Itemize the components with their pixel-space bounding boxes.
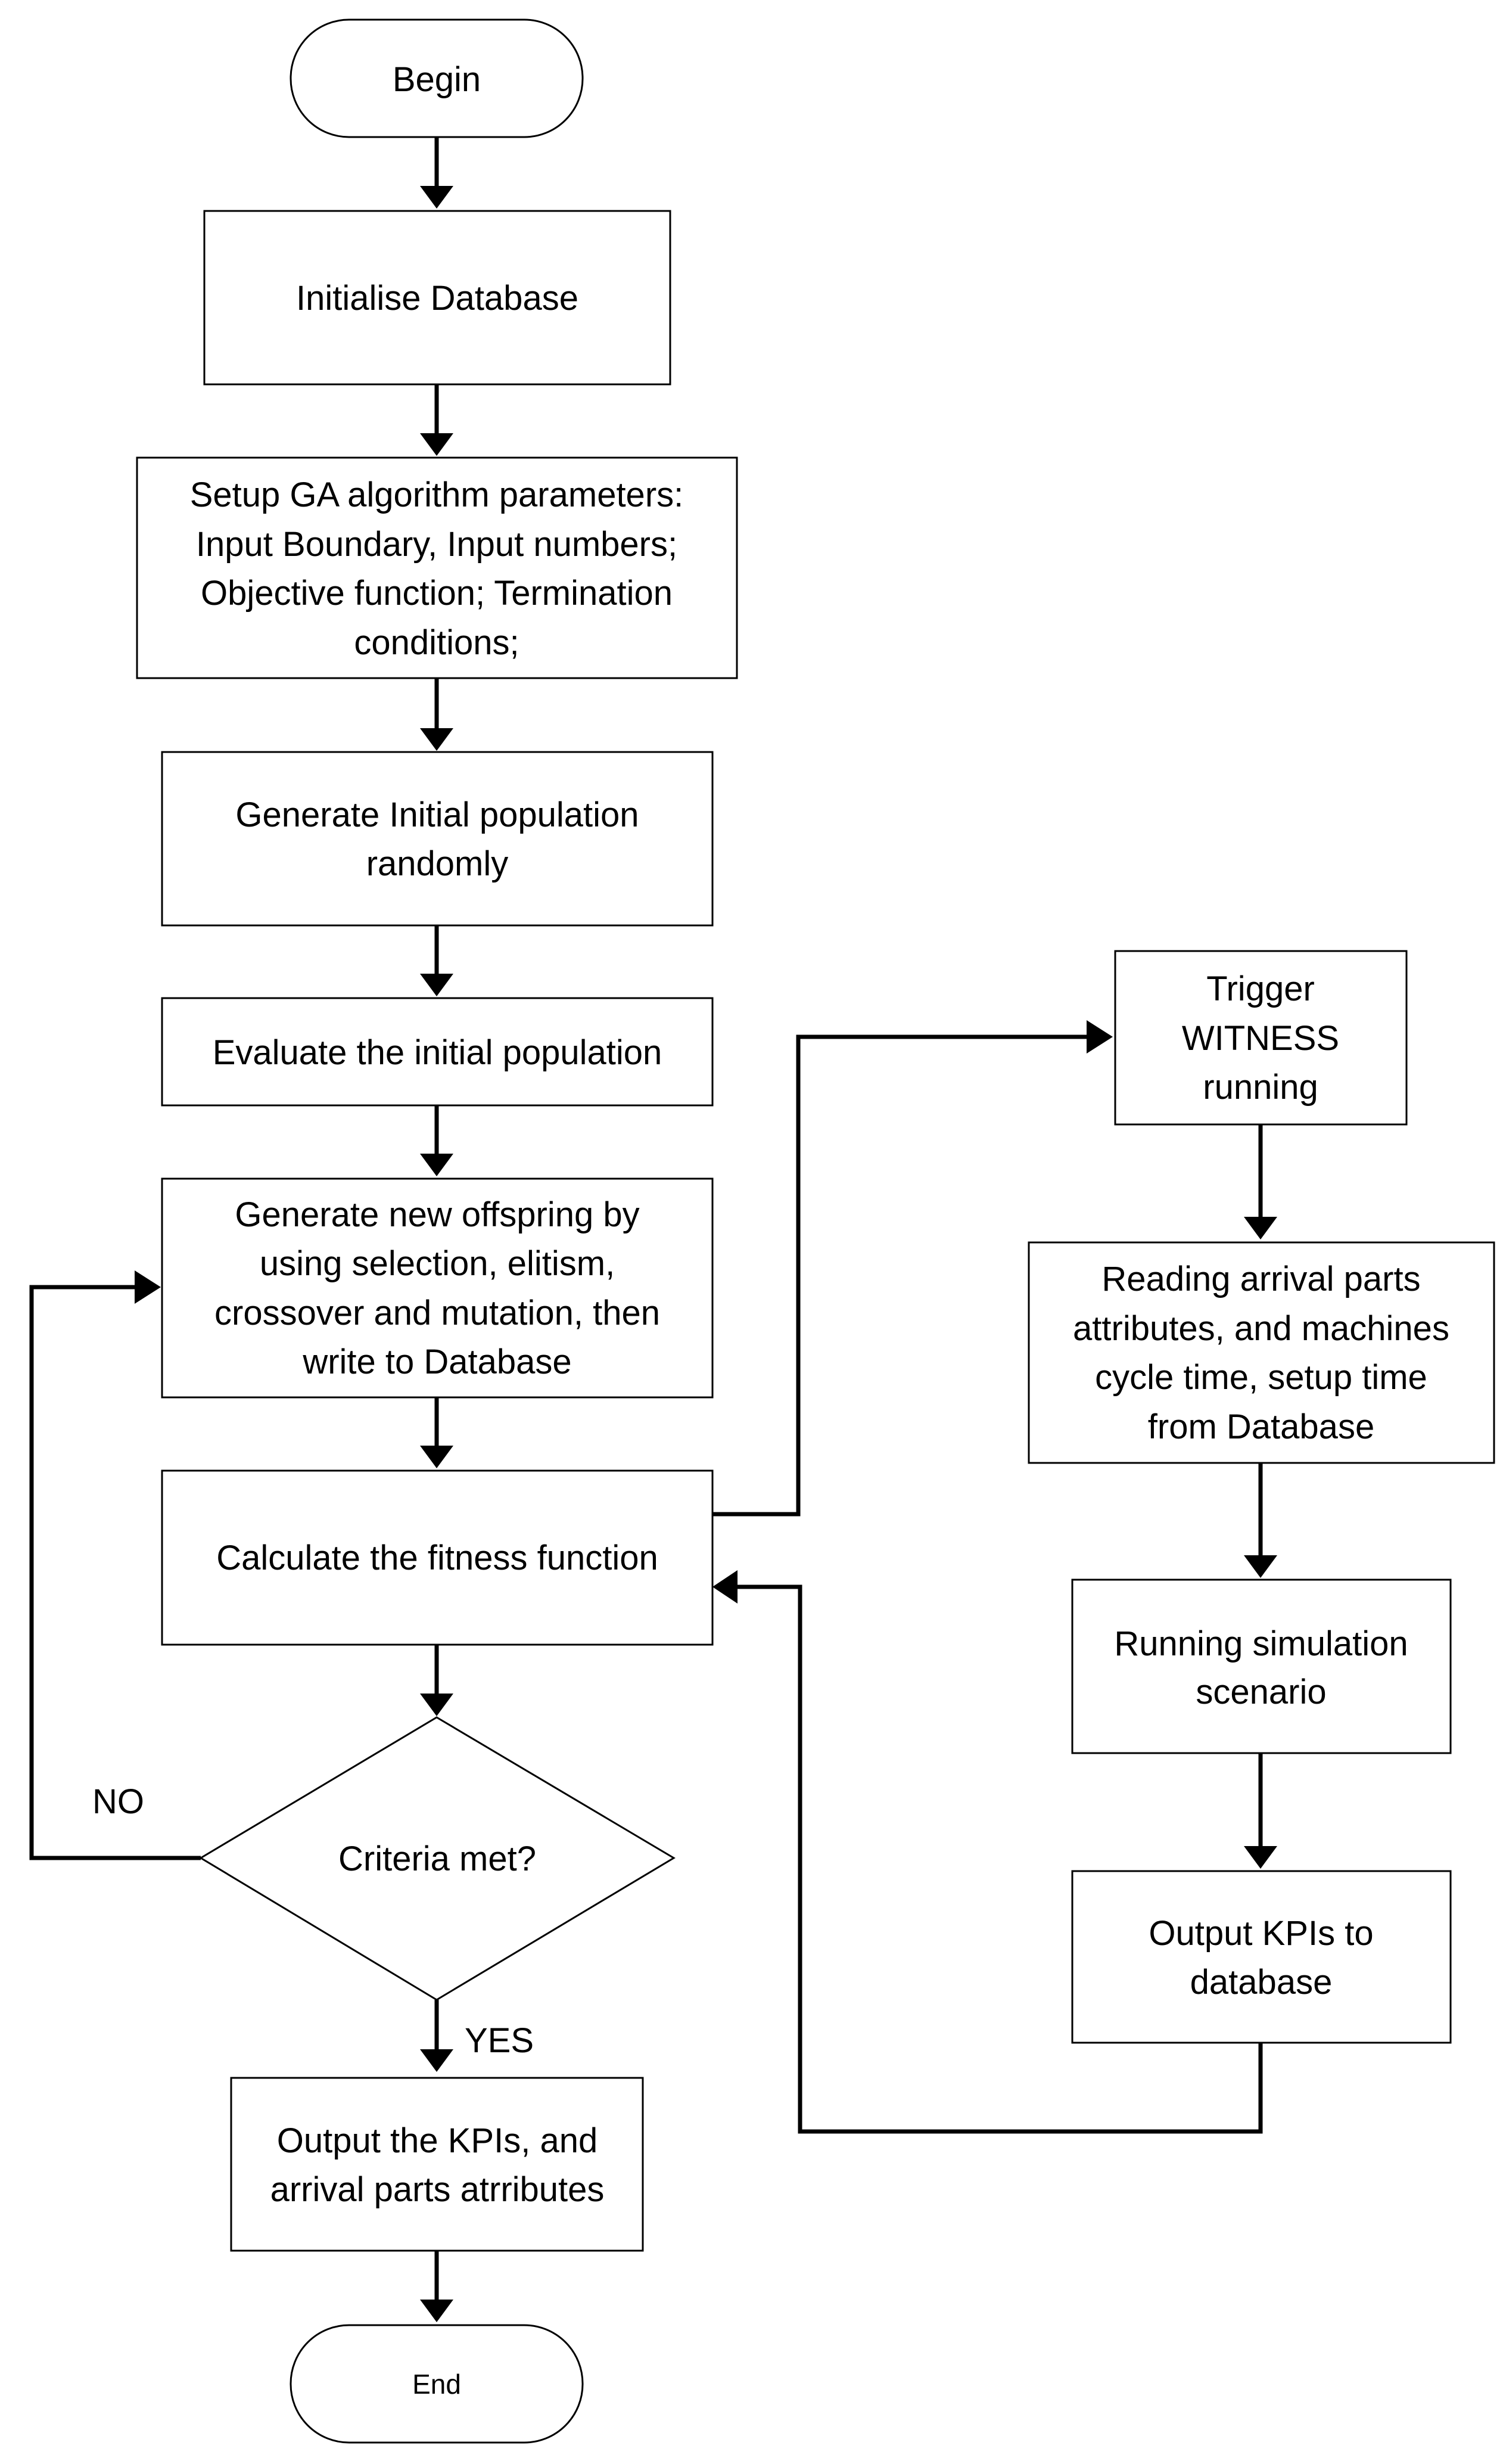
node-setup-ga-line-4: conditions; xyxy=(354,623,519,662)
edge-reading-to-running-sim xyxy=(1244,1463,1277,1578)
edge-gen-offspring-to-calc-fitness xyxy=(420,1397,453,1468)
edge-eval-init-to-gen-offspring xyxy=(420,1105,453,1176)
edge-calc-fitness-to-criteria xyxy=(420,1645,453,1716)
node-end-label: End xyxy=(412,2369,461,2400)
node-init-db: Initialise Database xyxy=(203,210,671,386)
node-criteria-label: Criteria met? xyxy=(338,1840,536,1878)
node-output-db-line-1: Output KPIs to xyxy=(1149,1914,1373,1953)
node-trigger: Trigger WITNESS running xyxy=(1114,950,1408,1126)
node-gen-init: Generate Initial population randomly xyxy=(161,751,714,927)
node-output-db-line-2: database xyxy=(1190,1963,1333,2002)
edge-running-sim-to-output-db xyxy=(1244,1753,1277,1869)
node-output-db: Output KPIs to database xyxy=(1071,1870,1452,2044)
node-reading: Reading arrival parts attributes, and ma… xyxy=(1028,1241,1495,1464)
node-reading-line-2: attributes, and machines xyxy=(1073,1309,1449,1348)
node-reading-line-4: from Database xyxy=(1148,1407,1374,1446)
edge-init-db-to-setup-ga xyxy=(420,384,453,456)
node-setup-ga: Setup GA algorithm parameters: Input Bou… xyxy=(136,456,738,679)
node-setup-ga-line-3: Objective function; Termination xyxy=(201,574,673,613)
node-reading-line-1: Reading arrival parts xyxy=(1101,1260,1420,1298)
node-calc-fitness-label: Calculate the fitness function xyxy=(216,1539,658,1577)
node-calc-fitness: Calculate the fitness function xyxy=(161,1469,714,1646)
node-eval-init-label: Evaluate the initial population xyxy=(213,1033,662,1072)
edge-gen-init-to-eval-init xyxy=(420,925,453,996)
edge-setup-ga-to-gen-init xyxy=(420,678,453,751)
node-begin: Begin xyxy=(290,18,584,138)
node-begin-label: Begin xyxy=(393,60,481,99)
node-setup-ga-line-2: Input Boundary, Input numbers; xyxy=(196,525,677,564)
edges xyxy=(29,137,1277,2322)
node-output-kpis-line-2: arrival parts atrributes xyxy=(270,2170,605,2209)
edge-label-no: NO xyxy=(92,1782,144,1821)
node-eval-init: Evaluate the initial population xyxy=(161,997,714,1107)
node-reading-line-3: cycle time, setup time xyxy=(1095,1358,1427,1397)
node-running-sim-line-2: scenario xyxy=(1196,1673,1326,1711)
node-end: End xyxy=(290,2324,584,2444)
node-gen-offspring-line-1: Generate new offspring by xyxy=(235,1195,639,1234)
node-gen-offspring: Generate new offspring by using selectio… xyxy=(161,1177,714,1399)
node-output-kpis: Output the KPIs, and arrival parts atrri… xyxy=(230,2077,644,2252)
edge-begin-to-init-db xyxy=(420,137,453,209)
edge-output-kpis-to-end xyxy=(420,2251,453,2322)
edge-criteria-no-loop xyxy=(29,1270,201,1860)
node-trigger-line-2: WITNESS xyxy=(1182,1019,1339,1058)
node-criteria: Criteria met? xyxy=(199,1716,676,2001)
node-gen-offspring-line-2: using selection, elitism, xyxy=(260,1244,615,1283)
edge-label-yes: YES xyxy=(465,2021,534,2060)
node-gen-init-line-2: randomly xyxy=(366,844,509,883)
node-setup-ga-line-1: Setup GA algorithm parameters: xyxy=(190,476,684,514)
edge-trigger-to-reading xyxy=(1244,1124,1277,1239)
node-running-sim: Running simulation scenario xyxy=(1071,1579,1452,1754)
edge-output-db-to-calc-fitness xyxy=(712,1570,1263,2134)
node-output-kpis-line-1: Output the KPIs, and xyxy=(277,2121,598,2160)
node-trigger-line-1: Trigger xyxy=(1206,970,1315,1008)
node-init-db-label: Initialise Database xyxy=(296,279,578,318)
edge-criteria-to-output-kpis xyxy=(420,2000,453,2072)
edge-calc-fitness-to-trigger xyxy=(711,1020,1113,1517)
node-gen-offspring-line-3: crossover and mutation, then xyxy=(214,1294,660,1332)
node-gen-offspring-line-4: write to Database xyxy=(302,1343,571,1381)
node-trigger-line-3: running xyxy=(1203,1068,1318,1107)
node-gen-init-line-1: Generate Initial population xyxy=(235,796,639,834)
node-running-sim-line-1: Running simulation xyxy=(1114,1624,1408,1663)
